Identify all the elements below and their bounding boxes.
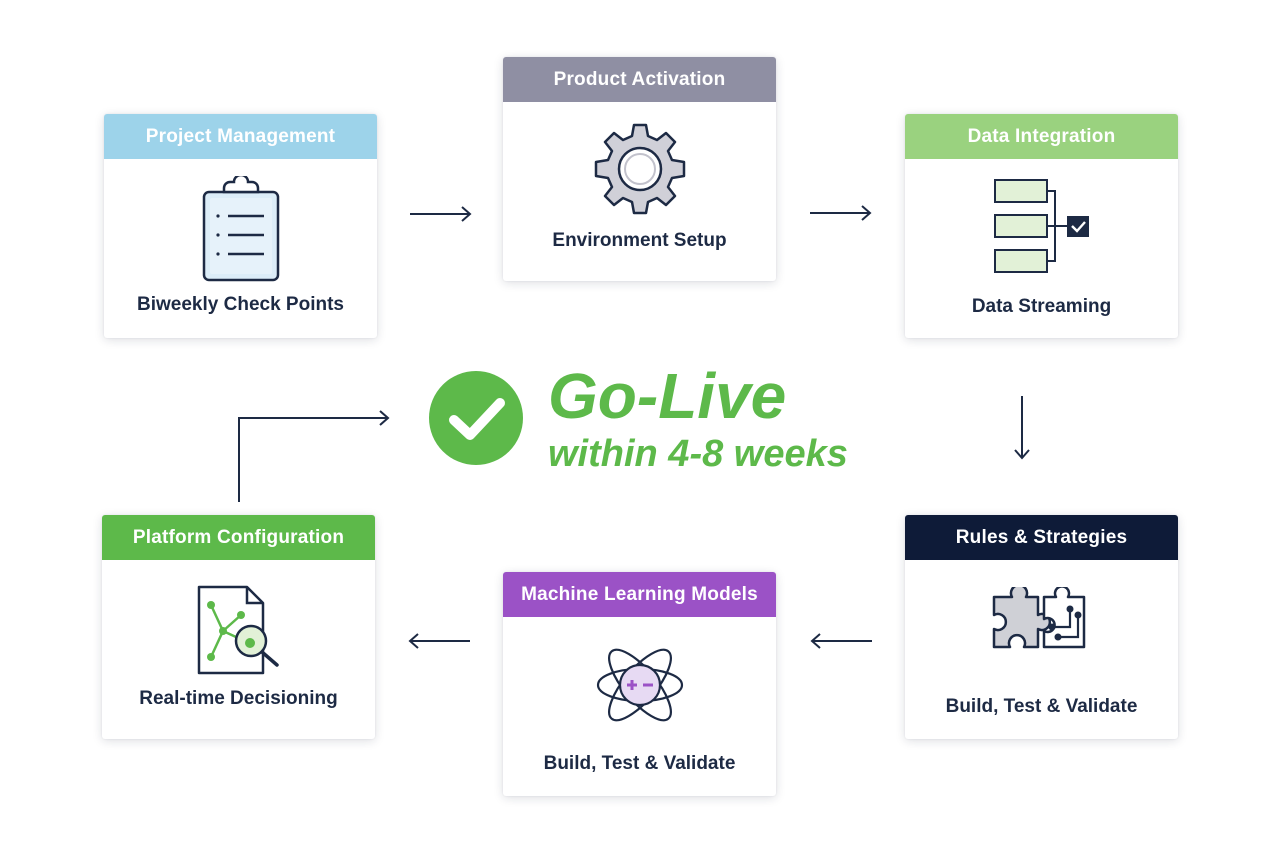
card-header: Project Management — [104, 114, 377, 159]
card-caption: Real-time Decisioning — [139, 688, 338, 709]
arrow-right-1 — [410, 206, 472, 222]
card-data-integration: Data Integration Data Streaming — [905, 114, 1178, 338]
arrow-up-right — [238, 410, 390, 502]
golive-banner: Go-Live within 4-8 weeks — [428, 360, 928, 480]
card-caption: Biweekly Check Points — [137, 294, 344, 315]
gear-icon — [503, 121, 776, 217]
card-header: Rules & Strategies — [905, 515, 1178, 560]
golive-title: Go-Live — [548, 360, 787, 432]
arrow-left-1 — [810, 633, 872, 649]
clipboard-icon — [104, 176, 377, 284]
golive-subtitle: within 4-8 weeks — [548, 433, 848, 475]
card-caption: Data Streaming — [971, 296, 1112, 317]
arrow-down — [1014, 396, 1030, 460]
card-header: Data Integration — [905, 114, 1178, 159]
card-header: Machine Learning Models — [503, 572, 776, 617]
card-caption: Build, Test & Validate — [543, 753, 736, 774]
card-caption: Build, Test & Validate — [945, 696, 1138, 717]
check-circle-icon — [429, 371, 523, 465]
arrow-left-2 — [408, 633, 470, 649]
card-machine-learning: Machine Learning Models Build, Test & Va… — [503, 572, 776, 796]
atom-icon — [503, 638, 776, 732]
document-network-icon — [102, 583, 375, 679]
card-platform-configuration: Platform Configuration Real-time Decisio… — [102, 515, 375, 739]
arrow-right-2 — [810, 205, 872, 221]
card-header: Platform Configuration — [102, 515, 375, 560]
card-project-management: Project Management Biweekly Check Points — [104, 114, 377, 338]
card-header: Product Activation — [503, 57, 776, 102]
card-caption: Environment Setup — [552, 230, 727, 251]
puzzle-circuit-icon — [905, 587, 1178, 667]
card-product-activation: Product Activation Environment Setup — [503, 57, 776, 281]
card-rules-strategies: Rules & Strategies Build, Test & Validat… — [905, 515, 1178, 739]
data-streams-icon — [905, 176, 1178, 276]
